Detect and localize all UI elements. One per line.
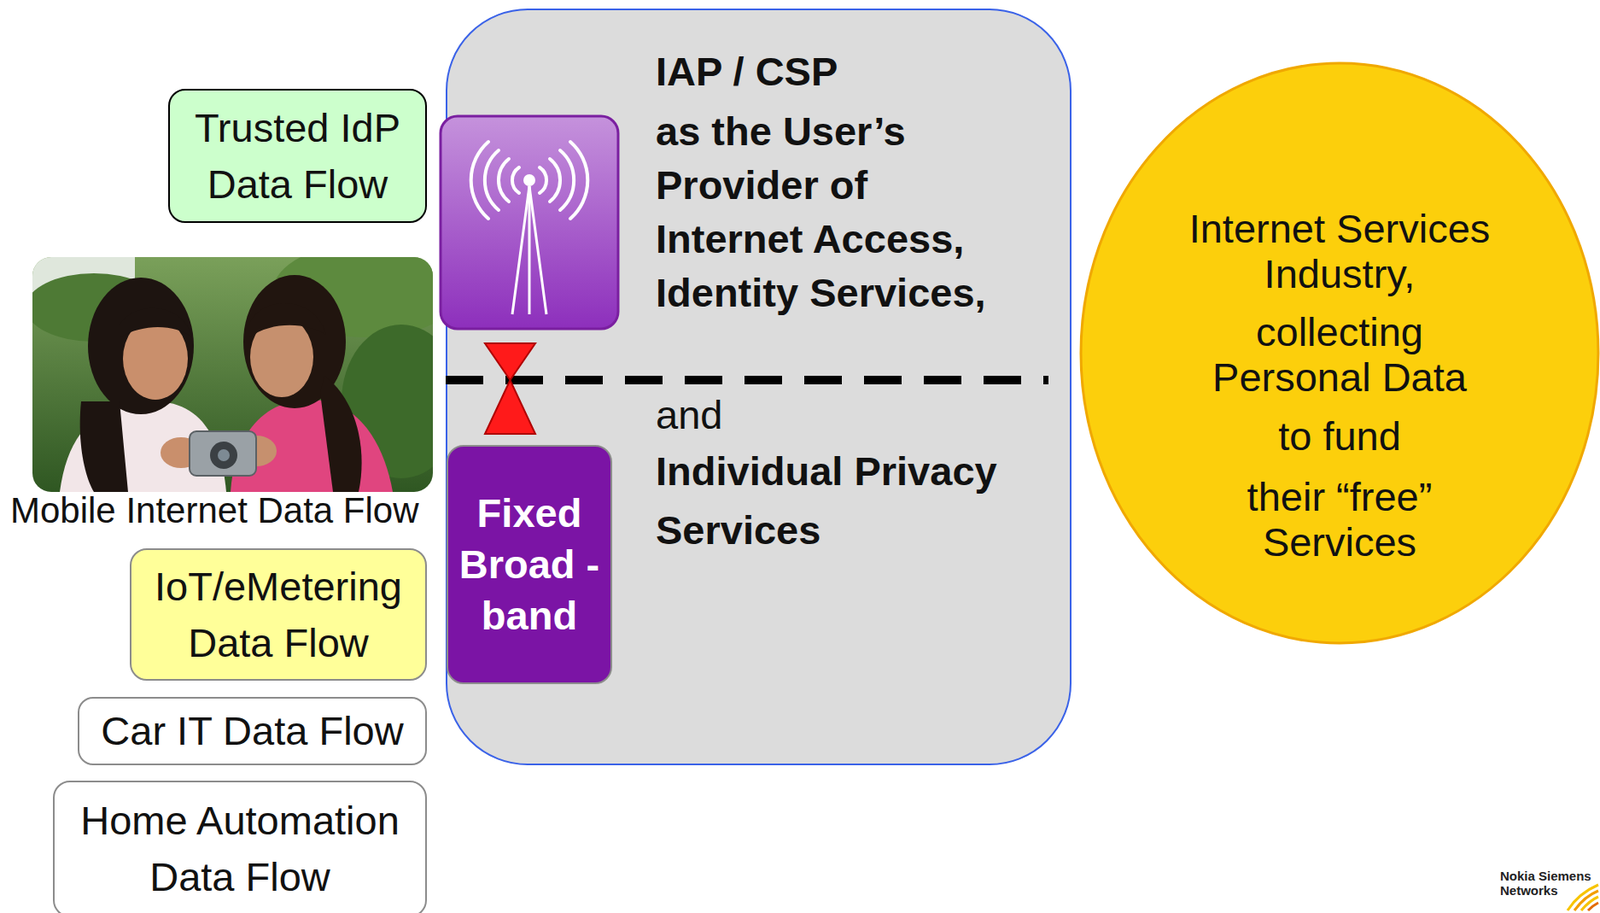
node-text: to fund — [1177, 413, 1502, 459]
text-holder: collecting Personal Data — [1177, 309, 1502, 400]
node-text: Trusted IdP Data Flow — [178, 99, 417, 213]
node-text: Home Automation Data Flow — [63, 792, 417, 906]
logo-waves — [1567, 884, 1599, 911]
text-holder: as the User’s Provider of Internet Acces… — [655, 104, 1011, 320]
text-holder: IAP / CSP — [655, 44, 1011, 99]
text-holder: Individual Privacy Services — [655, 441, 1011, 560]
industry-circle: Internet Services Industry, collecting Pe… — [1079, 61, 1600, 645]
text-holder: Internet Services Industry, — [1177, 205, 1502, 297]
text-holder: to fund — [1177, 413, 1502, 459]
node-text: IAP / CSP — [655, 44, 1011, 99]
node-text: their “free” Services — [1177, 473, 1502, 565]
node-text: and — [655, 387, 1011, 442]
photo-illustration — [32, 256, 433, 492]
logo-text: Nokia Siemens Networks — [1500, 869, 1596, 898]
node-text: Individual Privacy Services — [655, 441, 1011, 560]
flow-box: Trusted IdP Data Flow — [168, 88, 427, 223]
label-holder: Nokia Siemens Networks — [1500, 869, 1596, 898]
node-text: Fixed Broad -band — [456, 487, 602, 642]
node-text: as the User’s Provider of Internet Acces… — [655, 104, 1011, 320]
photo-caption: Mobile Internet Data Flow — [10, 486, 420, 535]
text-holder: and — [655, 387, 1011, 442]
node-text: IoT/eMetering Data Flow — [140, 558, 417, 672]
flow-box: Home Automation Data Flow — [52, 780, 427, 913]
flow-box: Car IT Data Flow — [77, 696, 427, 765]
text-holder: their “free” Services — [1177, 473, 1502, 565]
broadband-box: Fixed Broad -band — [446, 444, 613, 684]
flow-box: IoT/eMetering Data Flow — [129, 548, 427, 681]
provider-region: IAP / CSPas the User’s Provider of Inter… — [445, 8, 1072, 765]
node-text: Internet Services Industry, — [1177, 205, 1502, 297]
node-text: Car IT Data Flow — [87, 705, 417, 757]
node-text: collecting Personal Data — [1177, 309, 1502, 400]
label-holder: Mobile Internet Data Flow — [10, 486, 420, 535]
